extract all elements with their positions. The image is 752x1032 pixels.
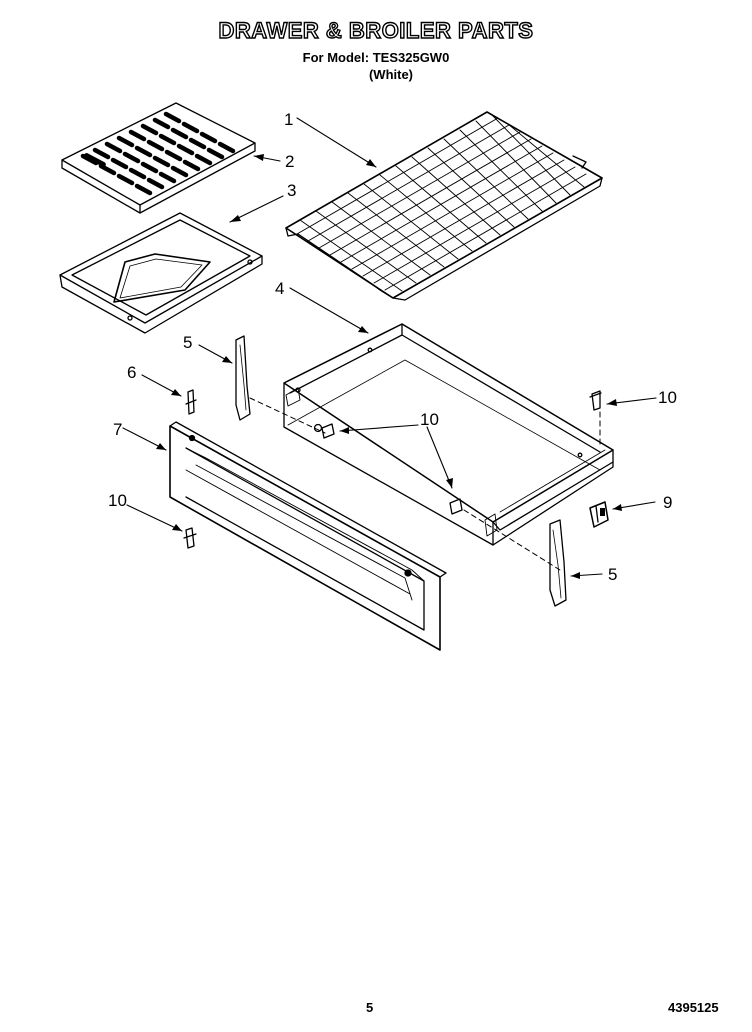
drawer-slide-left	[235, 335, 251, 421]
arrow-heads	[156, 154, 622, 579]
color-line-wrap: (White)	[0, 67, 752, 82]
pin-6	[185, 389, 197, 415]
document-number: 4395125	[668, 1000, 719, 1015]
alignment-lines	[249, 397, 601, 571]
drawer-front-panel	[169, 421, 447, 651]
screw-10-front	[183, 527, 197, 549]
leader-arrows	[122, 117, 657, 577]
callout-5-left: 5	[183, 333, 192, 352]
callout-10-front: 10	[108, 491, 127, 510]
callout-labels: 1 2 3 4 5 6 7 10 10 10 9 5	[108, 110, 677, 584]
broiler-pan	[59, 212, 263, 334]
callout-10-drawer: 10	[420, 410, 439, 429]
rack-wires	[296, 114, 587, 292]
callout-5-right: 5	[608, 565, 617, 584]
screw-10-top	[589, 390, 602, 411]
callout-4: 4	[275, 279, 284, 298]
page-number: 5	[366, 1000, 374, 1015]
callout-6: 6	[127, 363, 136, 382]
broiler-grid-slot-pattern	[80, 111, 236, 196]
callout-3: 3	[287, 181, 296, 200]
screw-10-drawer-left	[313, 423, 335, 439]
diagram-title: DRAWER & BROILER PARTS	[218, 17, 534, 43]
callout-2: 2	[285, 152, 294, 171]
callout-1: 1	[284, 110, 293, 129]
color-line: (White)	[368, 67, 414, 82]
callout-10-top: 10	[658, 388, 677, 407]
model-line: For Model: TES325GW0	[302, 50, 450, 65]
callout-9: 9	[663, 493, 672, 512]
drawer-body	[283, 323, 614, 546]
clip-9	[589, 501, 609, 528]
drawer-slide-right	[549, 519, 567, 607]
oven-rack	[285, 111, 603, 301]
broiler-grid	[61, 102, 256, 214]
screw-10-drawer-right	[449, 498, 463, 515]
callout-7: 7	[113, 420, 122, 439]
